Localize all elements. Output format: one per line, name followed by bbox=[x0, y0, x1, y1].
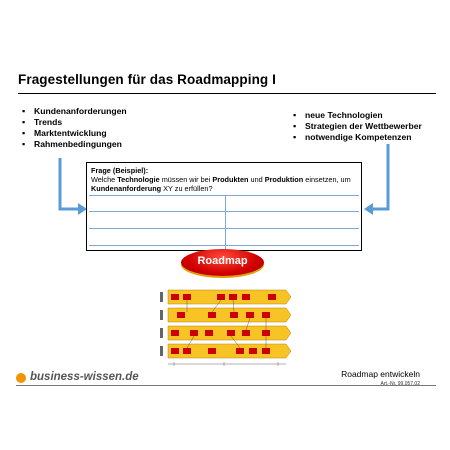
footer-divider bbox=[16, 385, 436, 386]
lane-labels bbox=[160, 292, 163, 356]
question-label: Frage (Beispiel): bbox=[91, 166, 149, 175]
grid-line bbox=[225, 195, 226, 250]
roadmap-lane bbox=[167, 343, 292, 359]
right-arrow-head bbox=[364, 203, 373, 215]
list-item: Kundenanforderungen bbox=[22, 106, 127, 117]
question-box: Frage (Beispiel): Welche Technologie müs… bbox=[86, 162, 362, 251]
question-keyword: Technologie bbox=[117, 175, 160, 184]
question-text-part: müssen wir bei bbox=[159, 175, 213, 184]
list-item: Marktentwicklung bbox=[22, 128, 127, 139]
roadmap-label: Roadmap bbox=[197, 255, 248, 267]
question-text: Frage (Beispiel): Welche Technologie müs… bbox=[91, 166, 357, 193]
roadmap-lane bbox=[167, 307, 292, 323]
left-flow-arrow bbox=[58, 158, 79, 211]
list-item: notwendige Kompetenzen bbox=[293, 132, 422, 143]
left-bullet-list: Kundenanforderungen Trends Marktentwickl… bbox=[22, 106, 127, 150]
timeline-axis bbox=[168, 362, 286, 366]
roadmap-badge: Roadmap bbox=[181, 249, 264, 276]
article-number: Art.-Nr. 99.057.02 bbox=[380, 381, 420, 387]
question-text-part: Welche bbox=[91, 175, 118, 184]
logo-dot-icon bbox=[16, 373, 26, 383]
roadmap-lane bbox=[167, 289, 292, 305]
grid-line bbox=[89, 195, 359, 196]
question-keyword: Produktion bbox=[264, 175, 304, 184]
grid-line bbox=[89, 228, 359, 229]
slide: Fragestellungen für das Roadmapping I Ku… bbox=[0, 58, 450, 392]
list-item: Strategien der Wettbewerber bbox=[293, 121, 422, 132]
question-keyword: Kundenanforderung bbox=[91, 184, 162, 193]
list-item: neue Technologien bbox=[293, 110, 422, 121]
right-bullet-list: neue Technologien Strategien der Wettbew… bbox=[293, 110, 422, 143]
roadmap-lane bbox=[167, 325, 292, 341]
roadmap-connectors bbox=[186, 299, 267, 349]
roadmap-thumbnail bbox=[160, 289, 292, 366]
slide-title: Fragestellungen für das Roadmapping I bbox=[18, 72, 276, 87]
list-item: Rahmenbedingungen bbox=[22, 139, 127, 150]
title-divider bbox=[18, 93, 436, 94]
question-text-part: XY zu erfüllen? bbox=[161, 184, 213, 193]
grid-line bbox=[89, 211, 359, 212]
left-arrow-head bbox=[78, 203, 87, 215]
grid-line bbox=[89, 245, 359, 246]
question-keyword: Produkten bbox=[212, 175, 249, 184]
question-grid bbox=[87, 195, 361, 250]
right-flow-arrow bbox=[372, 144, 390, 211]
list-item: Trends bbox=[22, 117, 127, 128]
brand-name: business-wissen.de bbox=[30, 371, 139, 383]
question-text-part: und bbox=[248, 175, 265, 184]
footer-title: Roadmap entwickeln bbox=[341, 369, 420, 379]
question-text-part: einsetzen, um bbox=[303, 175, 351, 184]
